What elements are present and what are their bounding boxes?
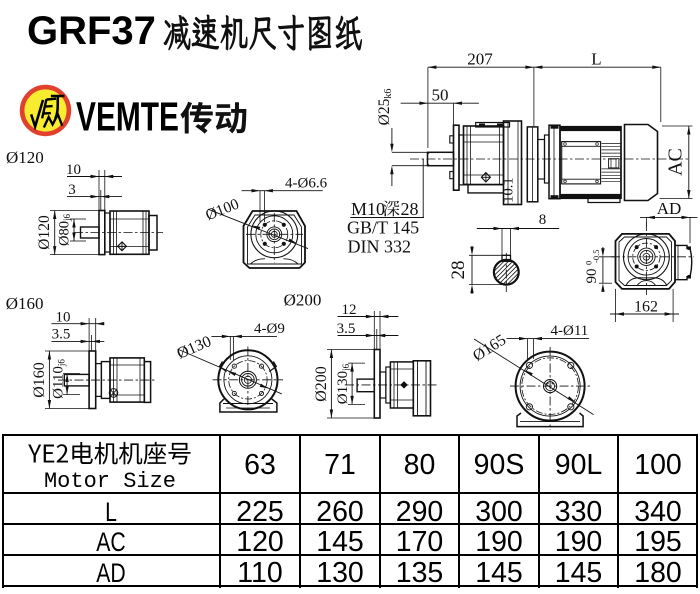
svg-text:Ø165: Ø165 (470, 332, 509, 365)
svg-text:GB/T 145: GB/T 145 (347, 218, 419, 238)
svg-text:4-Ø11: 4-Ø11 (551, 323, 589, 339)
svg-text:Ø160: Ø160 (31, 362, 48, 398)
svg-text:90: 90 (584, 269, 600, 284)
svg-text:4-Ø9: 4-Ø9 (254, 321, 285, 337)
svg-text:L: L (591, 50, 601, 69)
svg-text:M10: M10 (351, 199, 385, 219)
svg-text:AD: AD (657, 199, 682, 218)
svg-text:Ø200: Ø200 (313, 366, 330, 402)
svg-text:3.5: 3.5 (52, 327, 71, 343)
svg-text:Ø120: Ø120 (6, 148, 44, 167)
svg-text:Ø200: Ø200 (284, 291, 322, 310)
svg-text:10: 10 (66, 162, 81, 178)
svg-text:Ø80j6: Ø80j6 (57, 214, 73, 246)
svg-text:3.5: 3.5 (337, 321, 356, 337)
svg-text:4-Ø6.6: 4-Ø6.6 (285, 176, 328, 192)
svg-text:12: 12 (342, 302, 357, 318)
svg-text:VEMTE: VEMTE (76, 94, 179, 140)
svg-text:50: 50 (432, 86, 449, 105)
svg-text:0: 0 (584, 261, 594, 265)
svg-text:10: 10 (56, 310, 71, 326)
svg-text:207: 207 (467, 50, 493, 69)
svg-text:10.1: 10.1 (501, 177, 517, 202)
svg-text:Ø130: Ø130 (175, 333, 214, 363)
svg-text:Ø130j6: Ø130j6 (335, 363, 351, 404)
svg-text:28: 28 (401, 199, 419, 219)
svg-text:162: 162 (634, 299, 658, 316)
svg-text:GRF37: GRF37 (27, 9, 156, 53)
svg-text:Ø120: Ø120 (36, 215, 53, 250)
svg-text:Ø110j6: Ø110j6 (51, 359, 67, 399)
svg-text:8: 8 (539, 212, 547, 228)
svg-text:DIN 332: DIN 332 (348, 237, 412, 257)
svg-text:28: 28 (448, 261, 469, 280)
svg-text:Ø160: Ø160 (6, 294, 44, 313)
svg-text:-0.5: -0.5 (591, 250, 601, 263)
svg-text:3: 3 (68, 182, 76, 198)
svg-text:Ø25k6: Ø25k6 (376, 89, 394, 126)
svg-text:AC: AC (665, 148, 687, 176)
